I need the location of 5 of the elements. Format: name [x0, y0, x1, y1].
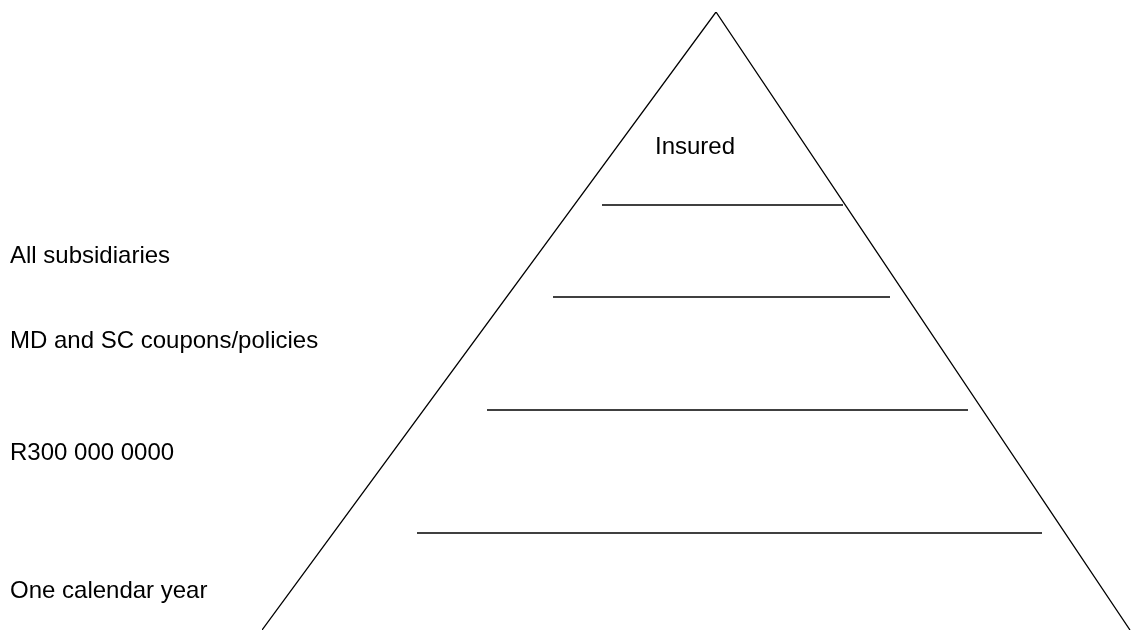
row-label: MD and SC coupons/policies: [10, 326, 319, 354]
tier-label: Insured: [653, 132, 737, 160]
row-label: One calendar year: [10, 576, 208, 604]
row-label: All subsidiaries: [10, 241, 171, 269]
row-label: R300 000 0000: [10, 438, 175, 466]
